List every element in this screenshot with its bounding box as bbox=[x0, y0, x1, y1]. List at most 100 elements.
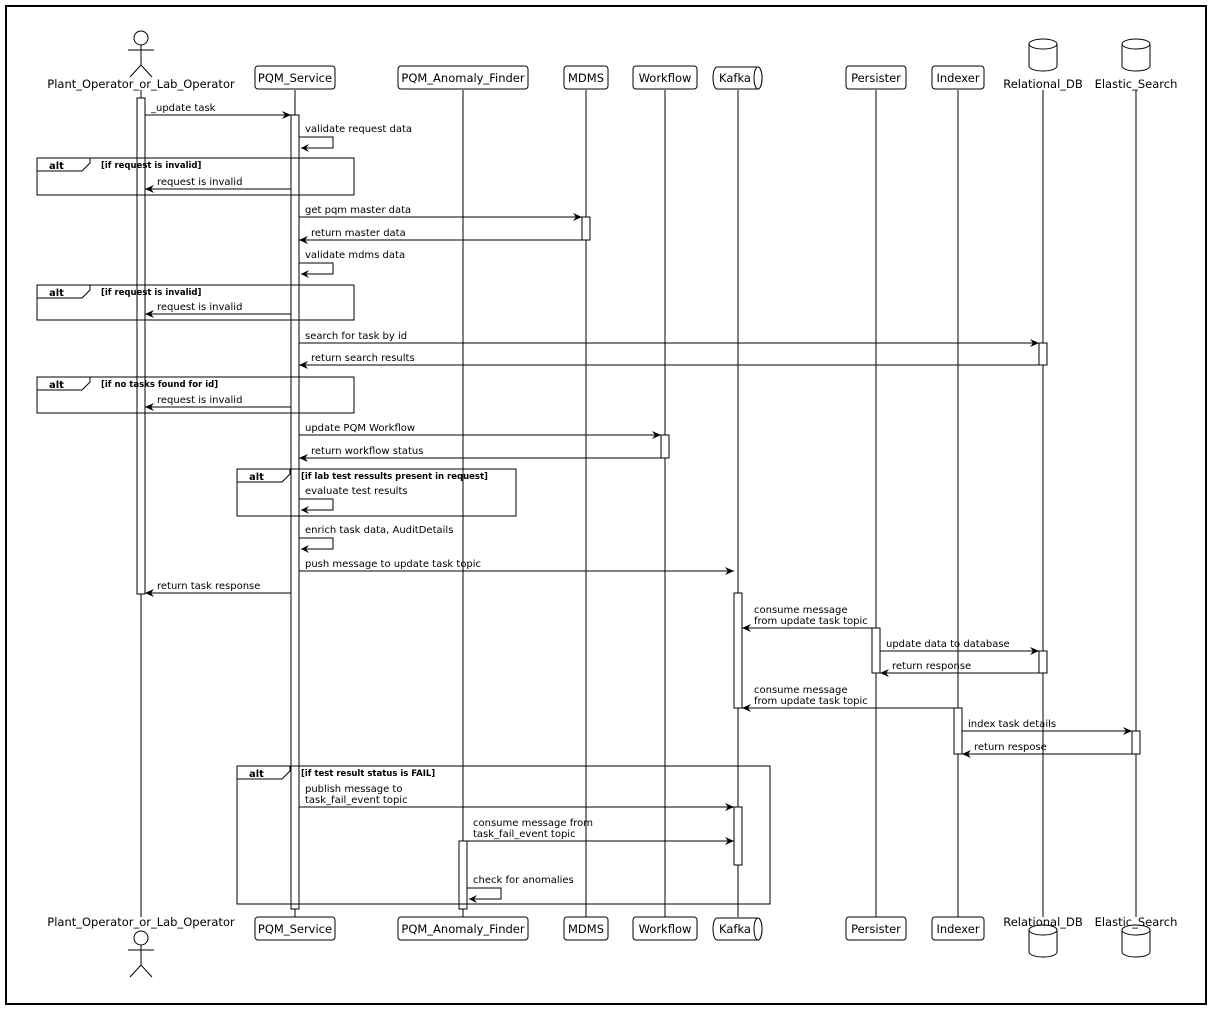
database-icon bbox=[1028, 924, 1058, 958]
message-arrow: search for task by id bbox=[299, 331, 1039, 347]
actor-icon bbox=[128, 30, 154, 78]
fragment-guard: [if test result status is FAIL] bbox=[301, 769, 435, 779]
message-arrow: evaluate test results bbox=[299, 486, 408, 514]
activation-bar bbox=[290, 114, 300, 910]
participant-op: Plant_Operator_or_Lab_OperatorPlant_Oper… bbox=[47, 30, 235, 978]
participant-box bbox=[931, 65, 985, 90]
activation-bar bbox=[581, 216, 591, 241]
message-arrow: request is invalid bbox=[145, 302, 291, 318]
activation-bar bbox=[1038, 650, 1048, 674]
activation-bar bbox=[953, 707, 963, 755]
database-icon bbox=[1028, 38, 1058, 72]
message-arrow: enrich task data, AuditDetails bbox=[299, 525, 453, 553]
activation-bar bbox=[733, 806, 743, 866]
participant-box bbox=[563, 65, 609, 90]
participant-label: PQM_Anomaly_Finder bbox=[401, 922, 524, 936]
message-label: return search results bbox=[311, 353, 415, 364]
queue-icon bbox=[712, 66, 763, 90]
alt-fragment: alt [if lab test ressults present in requ… bbox=[236, 468, 517, 517]
actor-icon bbox=[128, 930, 154, 978]
message-label: get pqm master data bbox=[305, 205, 411, 216]
message-arrow: request is invalid bbox=[145, 177, 291, 193]
fragment-keyword: alt bbox=[49, 161, 64, 172]
participant-label: Indexer bbox=[936, 71, 979, 85]
message-label: validate mdms data bbox=[305, 250, 405, 261]
message-arrow: return task response bbox=[145, 581, 291, 597]
participant-label: PQM_Service bbox=[258, 922, 332, 936]
participant-label: Plant_Operator_or_Lab_Operator bbox=[47, 77, 235, 91]
message-label: enrich task data, AuditDetails bbox=[305, 525, 453, 536]
alt-fragment: alt [if test result status is FAIL] bbox=[236, 765, 771, 905]
alt-fragment: alt[if request is invalid] bbox=[36, 284, 355, 321]
alt-fragment: alt [if request is invalid] bbox=[36, 157, 355, 196]
participant-label: Workflow bbox=[639, 922, 692, 936]
participant-label: Relational_DB bbox=[1003, 77, 1083, 91]
fragment-keyword: alt bbox=[249, 472, 264, 483]
participant-label: MDMS bbox=[568, 71, 604, 85]
message-label: return task response bbox=[157, 581, 260, 592]
participant-box bbox=[563, 916, 609, 941]
activation-bar bbox=[136, 97, 146, 595]
message-label: update data to database bbox=[886, 639, 1010, 650]
participant-label: Kafka bbox=[719, 71, 751, 85]
alt-fragment: alt[if no tasks found for id] bbox=[36, 376, 355, 414]
activation-bar bbox=[660, 434, 670, 459]
activation-bar bbox=[1038, 342, 1048, 366]
message-arrow: request is invalid bbox=[145, 395, 291, 411]
message-arrow: _update task bbox=[145, 103, 291, 119]
message-arrow: check for anomalies bbox=[467, 875, 574, 903]
participant-box bbox=[254, 916, 336, 941]
activation-bar bbox=[458, 840, 468, 910]
participant-box bbox=[397, 916, 529, 941]
participant-label: Elastic_Search bbox=[1095, 77, 1178, 91]
message-label: return respose bbox=[974, 742, 1047, 753]
diagram-border bbox=[5, 5, 1207, 1005]
message-label: validate request data bbox=[305, 124, 412, 135]
participant-label: Plant_Operator_or_Lab_Operator bbox=[47, 915, 235, 929]
participant-label: Relational_DB bbox=[1003, 915, 1083, 929]
message-label: return master data bbox=[311, 228, 406, 239]
participant-box bbox=[845, 65, 907, 90]
fragment-keyword: alt bbox=[249, 769, 264, 780]
fragment-keyword: alt bbox=[49, 288, 64, 299]
participant-label: MDMS bbox=[568, 922, 604, 936]
participant-label: Workflow bbox=[639, 71, 692, 85]
fragment-guard: [if no tasks found for id] bbox=[101, 380, 218, 390]
participant-label: Persister bbox=[851, 71, 901, 85]
participant-label: PQM_Service bbox=[258, 71, 332, 85]
message-arrow: update data to database bbox=[880, 639, 1039, 655]
fragment-guard: [if lab test ressults present in request… bbox=[301, 472, 488, 482]
participant-box bbox=[931, 916, 985, 941]
activation-bar bbox=[1131, 730, 1141, 755]
message-label: request is invalid bbox=[157, 302, 242, 313]
message-label: request is invalid bbox=[157, 395, 242, 406]
fragment-guard: [if request is invalid] bbox=[101, 161, 201, 171]
message-arrow: return workflow status bbox=[299, 446, 661, 462]
participant-label: Persister bbox=[851, 922, 901, 936]
message-arrow: return response bbox=[880, 661, 1039, 677]
participant-box bbox=[632, 65, 698, 90]
message-arrow: update PQM Workflow bbox=[299, 423, 661, 439]
message-arrow: return search results bbox=[299, 353, 1039, 369]
message-label: return workflow status bbox=[311, 446, 423, 457]
message-arrow: return respose bbox=[962, 742, 1132, 758]
queue-icon bbox=[712, 917, 763, 941]
message-label: push message to update task topic bbox=[305, 559, 481, 570]
activation-bar bbox=[871, 627, 881, 674]
participant-mdms: MDMS MDMS bbox=[563, 65, 609, 941]
message-label: search for task by id bbox=[305, 331, 407, 342]
participant-label: Indexer bbox=[936, 922, 979, 936]
participant-box bbox=[632, 916, 698, 941]
message-arrow: return master data bbox=[299, 228, 582, 244]
participant-box bbox=[845, 916, 907, 941]
database-icon bbox=[1121, 924, 1151, 958]
participant-box bbox=[254, 65, 336, 90]
